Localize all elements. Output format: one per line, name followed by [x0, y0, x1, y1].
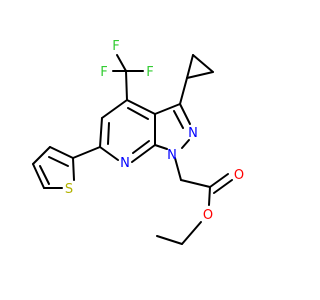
bond-c3-n2: [180, 104, 190, 124]
bond-c5-c6: [100, 118, 102, 147]
bond-c3a-c4: [127, 100, 155, 114]
bond-cyclopropyl-3: [187, 55, 193, 78]
bond-c3-n2-double: [174, 111, 183, 128]
atom-label-s: S: [65, 182, 73, 197]
bond-thiophene-c4-c5: [33, 164, 44, 188]
bond-c6-n7: [100, 147, 118, 160]
bond-ch2-carbonyl: [181, 180, 210, 187]
bond-cyclopropyl-2: [193, 55, 213, 72]
atom-label-f2: F: [100, 65, 107, 80]
bond-cf3-f1: [117, 55, 126, 71]
atom-label-f3: F: [146, 65, 153, 80]
bond-c3-cyclopropyl: [180, 78, 187, 104]
bond-ch2-ch3: [157, 236, 182, 244]
bond-thiophene-c2-c3: [50, 147, 73, 158]
bond-n2-n1: [182, 140, 189, 148]
atom-label-o-ester: O: [203, 208, 213, 223]
atom-label-n1: N: [167, 148, 177, 163]
bond-n1-c7a: [155, 145, 167, 149]
atom-label-n7: N: [120, 156, 130, 171]
molecule-structure-diagram: F F F N N N S O O: [0, 0, 300, 300]
bond-thiophene-c2-c3-double: [49, 157, 68, 166]
bond-n7-c7a: [132, 145, 155, 162]
bond-c3a-c3: [155, 104, 180, 114]
bond-cyclopropyl-1: [187, 72, 213, 78]
bond-c6-thiophene: [73, 147, 100, 158]
bond-c4-cf3: [126, 71, 127, 100]
bond-c5-c6-double: [108, 123, 109, 144]
bond-carbonyl-ester-o: [209, 187, 210, 205]
bond-thiophene-s-c2: [73, 158, 74, 180]
atom-label-f1: F: [112, 39, 119, 54]
bond-thiophene-c3-c4: [33, 147, 50, 164]
bond-ester-o-ch2: [182, 222, 201, 244]
bond-c4-c5: [102, 100, 127, 118]
atom-label-o-carbonyl: O: [234, 168, 244, 183]
atom-label-n2: N: [188, 126, 198, 141]
